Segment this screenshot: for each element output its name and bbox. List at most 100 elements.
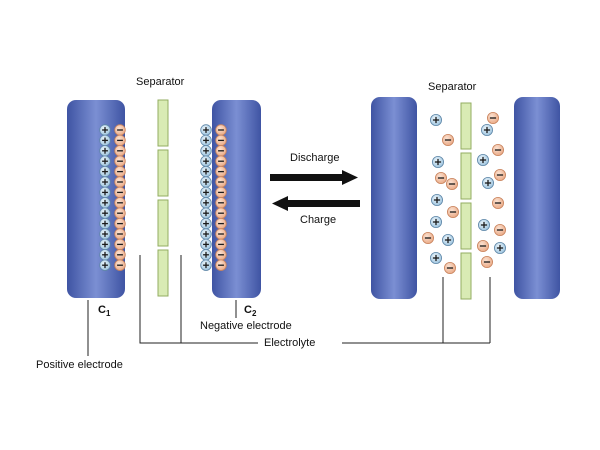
separator-right-label: Separator xyxy=(428,81,477,93)
minus-ion-icon xyxy=(493,168,506,181)
minus-ion-icon xyxy=(114,155,126,167)
plus-ion-icon xyxy=(429,215,442,228)
plus-ion-icon xyxy=(200,155,212,167)
plus-ion-icon xyxy=(99,165,111,178)
minus-ion-icon xyxy=(114,124,126,136)
electrolyte-label: Electrolyte xyxy=(264,337,316,349)
plus-ion-icon xyxy=(429,114,442,127)
minus-ion-icon xyxy=(114,249,126,261)
plus-ion-icon xyxy=(99,217,111,230)
minus-ion-icon xyxy=(215,228,227,240)
positive-electrode-label: Positive electrode xyxy=(36,359,123,371)
negative-electrode-label: Negative electrode xyxy=(200,320,292,332)
plus-ion-icon xyxy=(429,251,442,264)
plus-ion-icon xyxy=(99,228,111,240)
minus-ion-icon xyxy=(114,259,126,271)
plus-ion-icon xyxy=(200,197,212,209)
minus-ion-icon xyxy=(491,196,504,209)
minus-ion-icon xyxy=(215,197,227,209)
right-dispersed-ions xyxy=(421,112,506,274)
plus-ion-icon xyxy=(200,249,212,261)
c2-subscript: 2 xyxy=(251,309,257,319)
minus-ion-icon xyxy=(441,133,454,146)
plus-ion-icon xyxy=(99,134,111,147)
minus-ion-icon xyxy=(491,143,504,156)
plus-ion-icon xyxy=(200,259,212,271)
plus-ion-icon xyxy=(99,186,111,199)
minus-ion-icon xyxy=(215,165,227,178)
plus-ion-icon xyxy=(200,217,212,230)
minus-ion-icon xyxy=(215,238,227,251)
plus-ion-icon xyxy=(99,249,111,261)
discharge-arrow xyxy=(270,170,358,185)
minus-ion-icon xyxy=(421,231,434,244)
plus-ion-icon xyxy=(99,238,111,251)
charge-label: Charge xyxy=(300,214,337,226)
minus-ion-icon xyxy=(215,176,227,188)
plus-ion-icon xyxy=(99,259,111,271)
plus-ion-icon xyxy=(99,155,111,167)
plus-ion-icon xyxy=(480,124,493,137)
minus-ion-icon xyxy=(215,134,227,147)
negative-electrode-right xyxy=(514,97,560,299)
c1-subscript: 1 xyxy=(105,309,111,319)
plus-ion-icon xyxy=(481,176,494,189)
minus-ion-icon xyxy=(114,207,126,219)
plus-ion-icon xyxy=(200,207,212,219)
minus-ion-icon xyxy=(114,197,126,209)
minus-ion-icon xyxy=(215,249,227,261)
minus-ion-icon xyxy=(486,112,499,125)
minus-ion-icon xyxy=(215,259,227,271)
minus-ion-icon xyxy=(114,176,126,188)
plus-ion-icon xyxy=(493,241,506,254)
minus-ion-icon xyxy=(114,145,126,157)
c1-label: C1 xyxy=(98,304,110,318)
separator-left xyxy=(157,99,169,297)
minus-ion-icon xyxy=(114,165,126,178)
minus-ion-icon xyxy=(445,177,458,190)
left-double-layer-ions xyxy=(99,124,227,271)
c2-letter: C xyxy=(244,304,252,316)
minus-ion-icon xyxy=(215,145,227,157)
plus-ion-icon xyxy=(430,193,443,206)
minus-ion-icon xyxy=(434,171,447,184)
plus-ion-icon xyxy=(200,186,212,199)
separator-left-label: Separator xyxy=(136,76,185,88)
separator-right xyxy=(460,102,472,300)
plus-ion-icon xyxy=(99,207,111,219)
minus-ion-icon xyxy=(114,238,126,251)
plus-ion-icon xyxy=(431,155,444,168)
minus-ion-icon xyxy=(215,155,227,167)
plus-ion-icon xyxy=(200,238,212,251)
plus-ion-icon xyxy=(477,218,490,231)
discharge-label: Discharge xyxy=(290,152,340,164)
minus-ion-icon xyxy=(114,186,126,199)
positive-electrode-right xyxy=(371,97,417,299)
plus-ion-icon xyxy=(200,228,212,240)
minus-ion-icon xyxy=(215,124,227,136)
minus-ion-icon xyxy=(480,255,493,268)
plus-ion-icon xyxy=(200,165,212,178)
plus-ion-icon xyxy=(99,124,111,136)
minus-ion-icon xyxy=(215,186,227,199)
plus-ion-icon xyxy=(99,197,111,209)
plus-ion-icon xyxy=(99,176,111,188)
leader-lines xyxy=(87,255,491,356)
plus-ion-icon xyxy=(200,134,212,147)
minus-ion-icon xyxy=(493,223,506,236)
plus-ion-icon xyxy=(200,124,212,136)
plus-ion-icon xyxy=(99,145,111,157)
minus-ion-icon xyxy=(215,217,227,230)
c1-letter: C xyxy=(98,304,106,316)
minus-ion-icon xyxy=(114,217,126,230)
charge-arrow xyxy=(272,196,360,211)
plus-ion-icon xyxy=(441,233,454,246)
minus-ion-icon xyxy=(215,207,227,219)
minus-ion-icon xyxy=(443,261,456,274)
minus-ion-icon xyxy=(114,228,126,240)
minus-ion-icon xyxy=(446,205,459,218)
c2-label: C2 xyxy=(244,304,256,318)
minus-ion-icon xyxy=(476,239,489,252)
plus-ion-icon xyxy=(200,145,212,157)
